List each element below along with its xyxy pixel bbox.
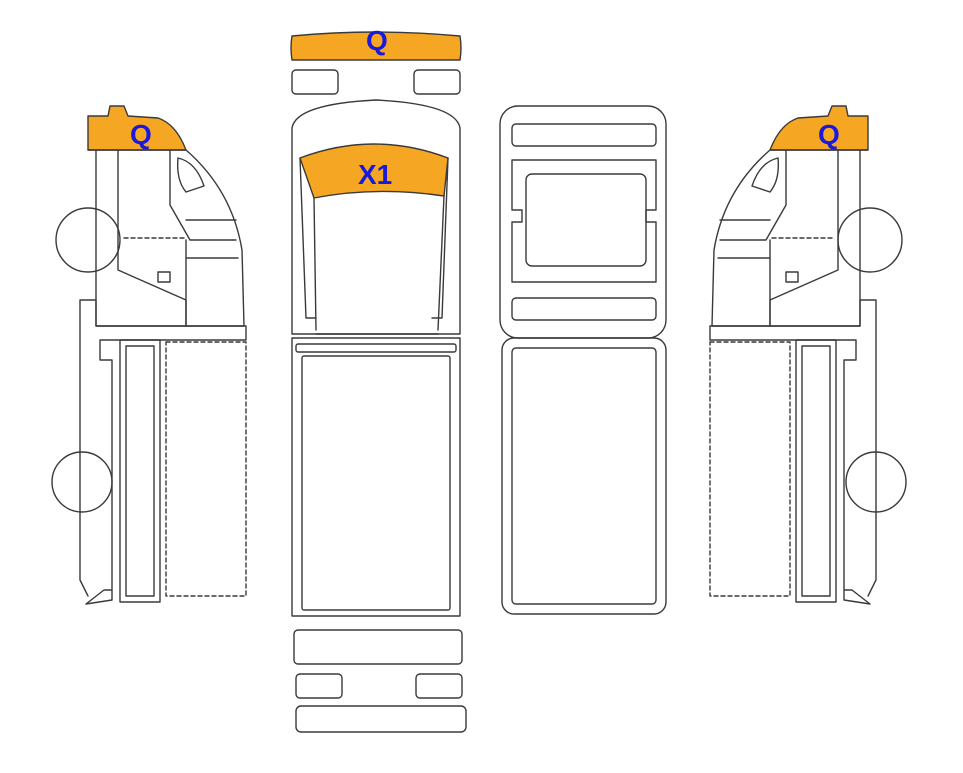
right-side-window bbox=[751, 157, 780, 193]
right-chassis bbox=[709, 299, 877, 605]
plan-cargo-inner bbox=[511, 347, 657, 605]
plan-cab-inner-frame bbox=[511, 159, 657, 283]
front-roof-label: Q bbox=[366, 25, 388, 56]
right-cargo-dashed bbox=[709, 341, 791, 597]
top-cargo-rim bbox=[295, 343, 457, 353]
top-mirror-right bbox=[413, 69, 461, 95]
right-side-view: Q bbox=[709, 105, 907, 605]
right-cargo-frame bbox=[795, 339, 837, 603]
top-cab-pillars bbox=[299, 157, 449, 331]
top-cab-outline bbox=[291, 99, 461, 335]
top-rear-step bbox=[295, 705, 467, 733]
top-rear-bumper bbox=[293, 629, 463, 665]
plan-sunroof bbox=[525, 173, 647, 267]
left-mirror-box bbox=[157, 271, 171, 283]
left-cab-door bbox=[169, 149, 237, 327]
top-rear-light-left bbox=[295, 673, 343, 699]
front-roof-zone[interactable] bbox=[290, 31, 462, 61]
windshield-zone[interactable] bbox=[299, 143, 449, 199]
left-roof-label: Q bbox=[130, 119, 152, 150]
windshield-label: X1 bbox=[358, 159, 392, 190]
top-cargo-outline bbox=[291, 337, 461, 617]
right-cargo-inner bbox=[801, 345, 831, 597]
left-cab-step bbox=[185, 219, 239, 259]
left-chassis bbox=[79, 299, 247, 605]
top-mirror-left bbox=[291, 69, 339, 95]
plan-view bbox=[499, 105, 667, 615]
left-side-window bbox=[176, 157, 205, 193]
left-rear-wheel bbox=[51, 451, 113, 513]
plan-cargo-outline bbox=[501, 337, 667, 615]
left-front-wheel bbox=[55, 207, 121, 273]
left-cargo-inner bbox=[125, 345, 155, 597]
left-side-view: Q bbox=[51, 105, 247, 605]
left-cargo-frame bbox=[119, 339, 161, 603]
plan-cab-bottom-strip bbox=[511, 297, 657, 321]
plan-cab-outline bbox=[499, 105, 667, 339]
top-cargo-bed bbox=[301, 355, 451, 611]
right-front-wheel bbox=[837, 207, 903, 273]
left-cargo-dashed bbox=[165, 341, 247, 597]
right-cab-door bbox=[719, 149, 787, 327]
plan-cab-top-strip bbox=[511, 123, 657, 147]
right-mirror-box bbox=[785, 271, 799, 283]
top-view: Q X1 bbox=[290, 25, 467, 733]
right-cab-step bbox=[717, 219, 771, 259]
right-roof-label: Q bbox=[818, 119, 840, 150]
top-rear-light-right bbox=[415, 673, 463, 699]
